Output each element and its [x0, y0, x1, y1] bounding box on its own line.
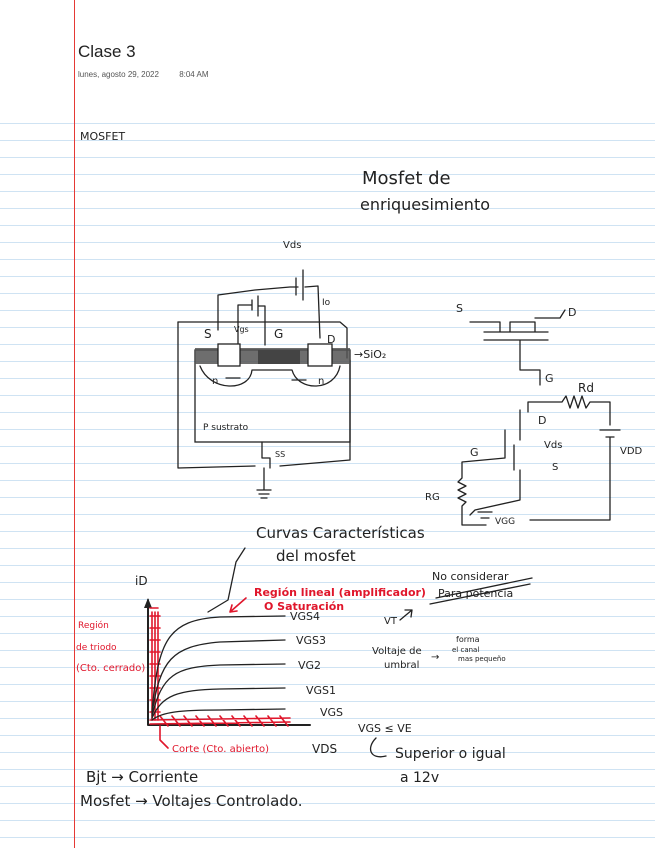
label-ss: SS: [275, 450, 285, 459]
triode-label-1: Región: [78, 620, 109, 631]
ground-symbol: [256, 441, 272, 499]
summary-line1: Bjt → Corriente: [86, 768, 198, 786]
summary-line2: Mosfet → Voltajes Controlado.: [80, 792, 303, 810]
curve-label-vg2: VG2: [298, 659, 321, 672]
umbral-note-2: el canal: [452, 646, 479, 654]
y-arrowhead: [144, 598, 152, 608]
label-io: Io: [322, 298, 331, 308]
axes: [147, 599, 311, 726]
characteristic-curves: Curvas Características del mosfet iD VDS…: [76, 524, 533, 786]
curve-vg2: [151, 663, 286, 717]
vds-wire: [217, 285, 321, 339]
curve-vgs: [151, 708, 286, 721]
no-considerar-2: Para potencia: [438, 587, 513, 600]
vt-arrow: [399, 609, 413, 621]
n-wells: [199, 365, 341, 387]
umbral-1: Voltaje de: [372, 646, 422, 657]
x-axis-label: VDS: [312, 742, 337, 756]
condition-arrow: [369, 737, 387, 758]
circuit-rd: Rd: [578, 381, 594, 395]
superior-1: Superior o igual: [395, 746, 506, 762]
label-g: G: [274, 327, 283, 341]
umbral-note-3: mas pequeño: [458, 655, 506, 663]
curve-vgs3: [151, 639, 286, 715]
linear-arrow: [229, 597, 247, 613]
label-sio2: →SiO₂: [354, 348, 386, 361]
umbral-arrow: →: [431, 652, 439, 663]
cutoff-arrow: [159, 725, 169, 749]
y-axis-label: iD: [135, 574, 148, 588]
vgg-battery: [477, 511, 493, 519]
strike-lines: [429, 577, 533, 605]
vds-battery: [295, 269, 304, 301]
linear-region-label: Región lineal (amplificador): [254, 586, 426, 599]
vgs-loop: [237, 295, 266, 346]
circuit-wires: [469, 409, 621, 521]
label-n-left: n: [212, 376, 218, 387]
circuit-g: G: [470, 446, 479, 459]
curve-vgs4: [151, 615, 286, 713]
curves-title-1: Curvas Características: [256, 524, 425, 542]
triode-label-3: (Cto. cerrado): [76, 663, 145, 674]
circuit-vdd: VDD: [620, 446, 643, 457]
symbol-d: D: [568, 306, 576, 319]
circuit-vgg: VGG: [495, 517, 515, 527]
title-arrow: [207, 547, 246, 613]
summary: Bjt → Corriente Mosfet → Voltajes Contro…: [80, 768, 303, 810]
curve-label-vgs3: VGS3: [296, 634, 326, 647]
page-date: lunes, agosto 29, 2022: [78, 70, 159, 79]
margin-line: [74, 0, 76, 848]
label-p-substrate: P sustrato: [203, 423, 249, 433]
umbral-note-1: forma: [456, 635, 480, 644]
subtitle-line1: Mosfet de: [362, 168, 451, 189]
curves-title-2: del mosfet: [276, 547, 356, 565]
subtitle-line2: enriquesimiento: [360, 195, 490, 214]
cutoff-region-hatch: [149, 715, 291, 727]
label-n-right: n: [318, 376, 324, 387]
triode-label-2: de triodo: [76, 643, 117, 653]
label-s: S: [204, 327, 212, 341]
symbol-lines: [469, 309, 566, 386]
rd-resistor: [527, 395, 611, 426]
gate-contact: [258, 350, 300, 364]
superior-2: a 12v: [400, 770, 439, 786]
umbral-2: umbral: [384, 660, 419, 671]
curve-label-vgs4: VGS4: [290, 610, 320, 623]
cutoff-label: Corte (Cto. abierto): [172, 744, 269, 755]
electron-arrows: [225, 377, 307, 381]
page-meta: lunes, agosto 29, 2022 8:04 AM: [78, 70, 227, 79]
condition-label: VGS ≤ VE: [358, 722, 412, 735]
curve-label-vgs1: VGS1: [306, 684, 336, 697]
symbol-g: G: [545, 372, 554, 385]
saturation-label: O Saturación: [264, 600, 344, 613]
circuit-d: D: [538, 414, 546, 427]
mosfet-symbol: S D G: [456, 302, 576, 386]
transistor-cross-section: Vds Io Vgs S G D n n →SiO₂ P sustrato SS: [177, 240, 386, 499]
source-contact: [217, 343, 241, 367]
circuit-s: S: [552, 462, 558, 473]
no-considerar-1: No considerar: [432, 570, 509, 583]
label-d: D: [327, 333, 335, 346]
mosfet-circuit: Rd D Vds S VDD G RG VGG: [425, 381, 643, 527]
label-vgs: Vgs: [234, 325, 249, 334]
vt-label: VT: [384, 616, 398, 627]
outer-body: [177, 321, 348, 359]
rg-resistor: [457, 429, 506, 526]
circuit-rg: RG: [425, 492, 440, 503]
symbol-s: S: [456, 302, 463, 315]
drain-contact: [307, 343, 333, 367]
page-title[interactable]: Clase 3: [78, 42, 136, 61]
curve-label-vgs: VGS: [320, 706, 343, 719]
curve-vgs1: [151, 687, 286, 719]
circuit-vds: Vds: [544, 440, 562, 451]
page-time: 8:04 AM: [179, 70, 209, 79]
heading-mosfet: MOSFET: [80, 130, 125, 143]
label-vds-top: Vds: [283, 240, 301, 251]
